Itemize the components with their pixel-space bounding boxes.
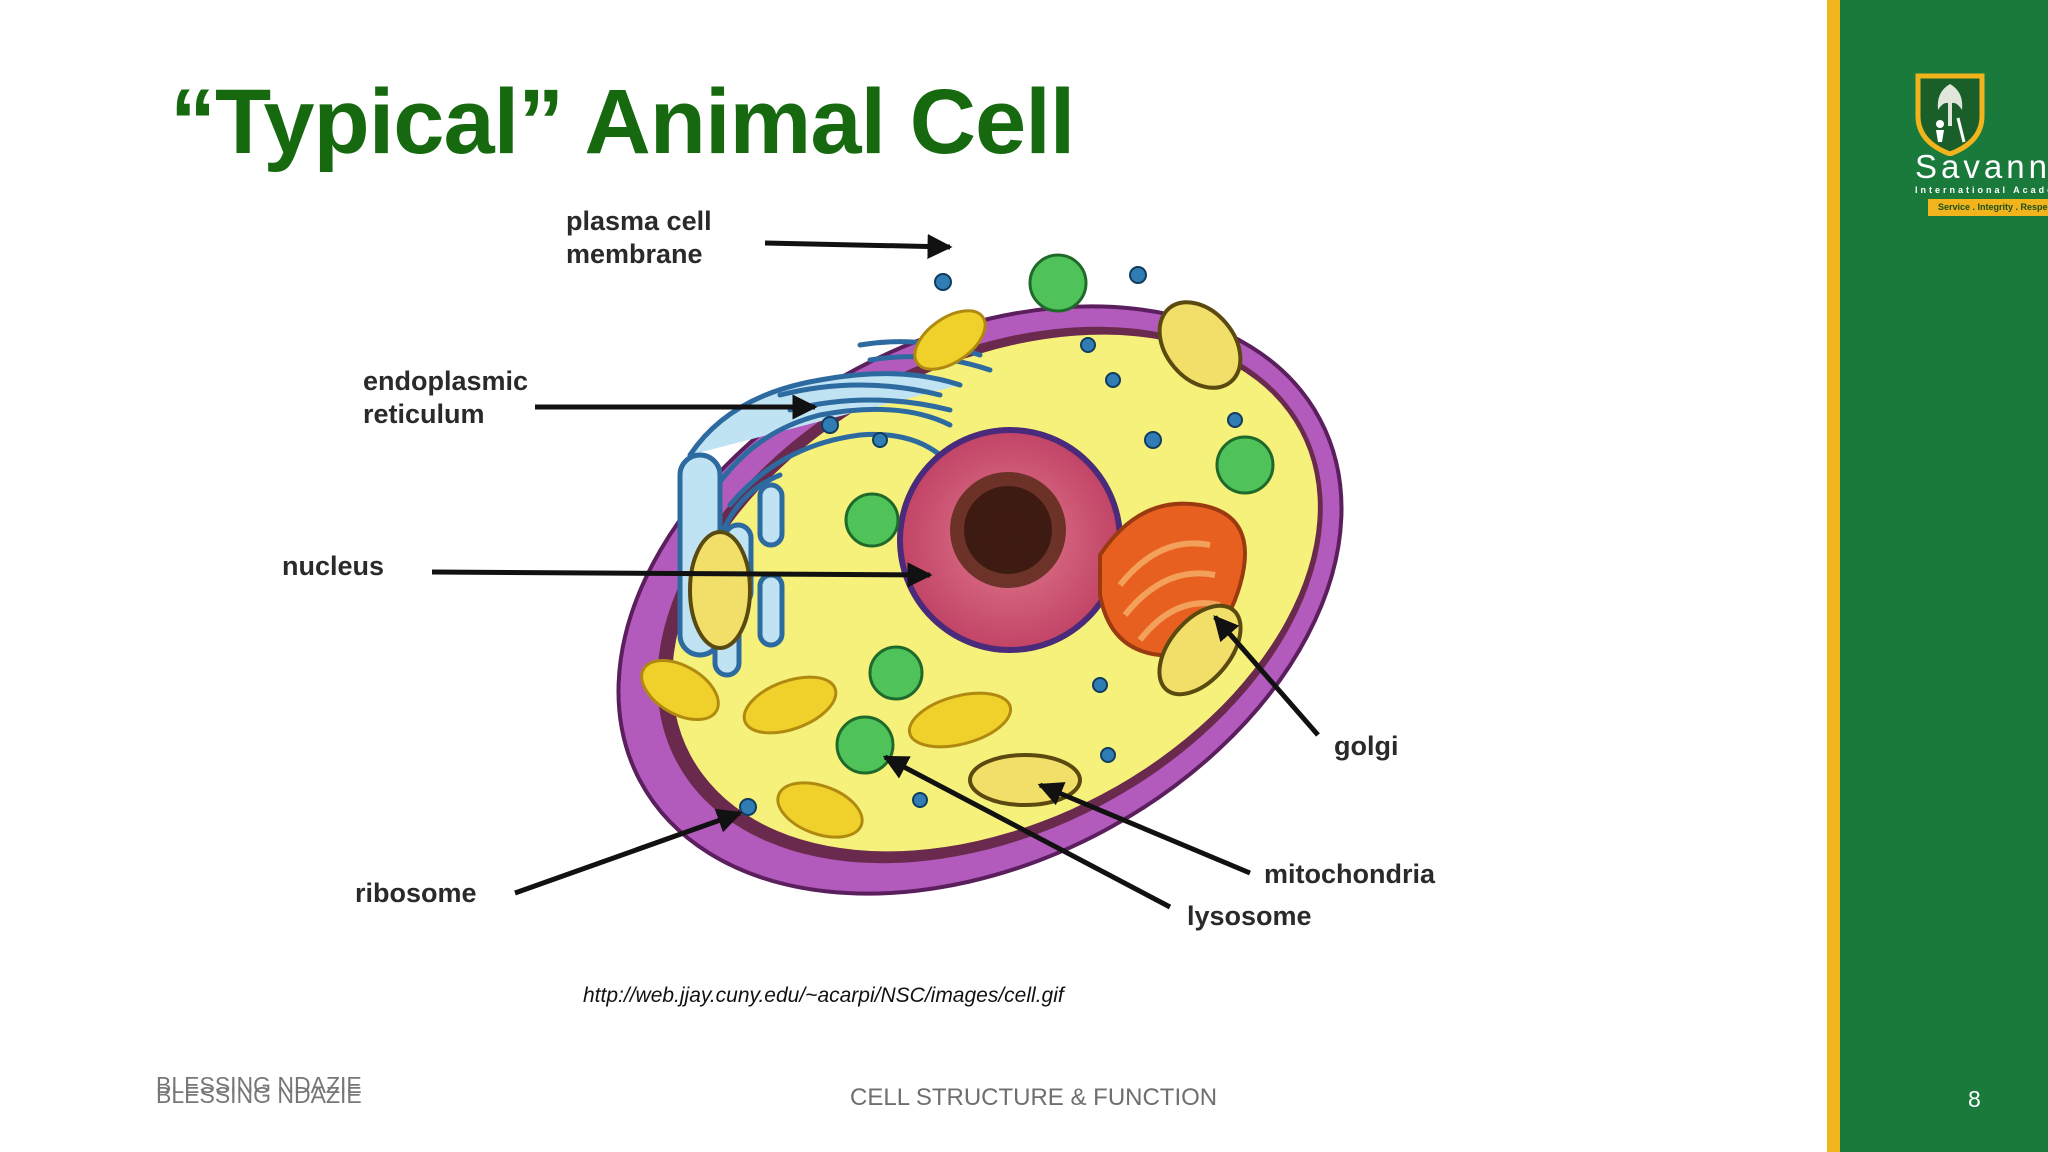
footer-author-text-duplicate: BLESSING NDAZIE	[156, 1090, 362, 1100]
slide-title: “Typical” Animal Cell	[170, 70, 1074, 175]
label-ribosome: ribosome	[355, 878, 477, 908]
sidebar: Savanna International Acade Service . In…	[1827, 0, 2048, 1152]
label-mitochondria: mitochondria	[1264, 859, 1436, 889]
animal-cell-diagram: plasma cell membrane endoplasmic reticul…	[260, 195, 1500, 965]
label-nucleus: nucleus	[282, 551, 384, 581]
label-er-line2: reticulum	[363, 399, 485, 429]
cell-illustration: plasma cell membrane endoplasmic reticul…	[260, 195, 1500, 965]
logo-motto-ribbon: Service . Integrity . Respect	[1928, 199, 2048, 216]
label-plasma-membrane-line2: membrane	[566, 239, 703, 269]
label-lysosome: lysosome	[1187, 901, 1312, 931]
logo-subtitle: International Acade	[1915, 185, 2048, 195]
nucleus	[900, 430, 1120, 650]
footer-author: BLESSING NDAZIE BLESSING NDAZIE	[156, 1080, 362, 1100]
label-golgi: golgi	[1334, 731, 1398, 761]
image-source-url[interactable]: http://web.jjay.cuny.edu/~acarpi/NSC/ima…	[583, 984, 1064, 1008]
page-number: 8	[1968, 1086, 1981, 1113]
logo-name: Savanna	[1915, 148, 2048, 186]
footer-topic: CELL STRUCTURE & FUNCTION	[850, 1084, 1217, 1112]
school-crest-icon	[1912, 70, 1988, 156]
label-er-line1: endoplasmic	[363, 366, 528, 396]
arrow-nucleus	[432, 572, 930, 575]
arrow-plasma-membrane	[765, 243, 950, 247]
label-plasma-membrane-line1: plasma cell	[566, 206, 712, 236]
